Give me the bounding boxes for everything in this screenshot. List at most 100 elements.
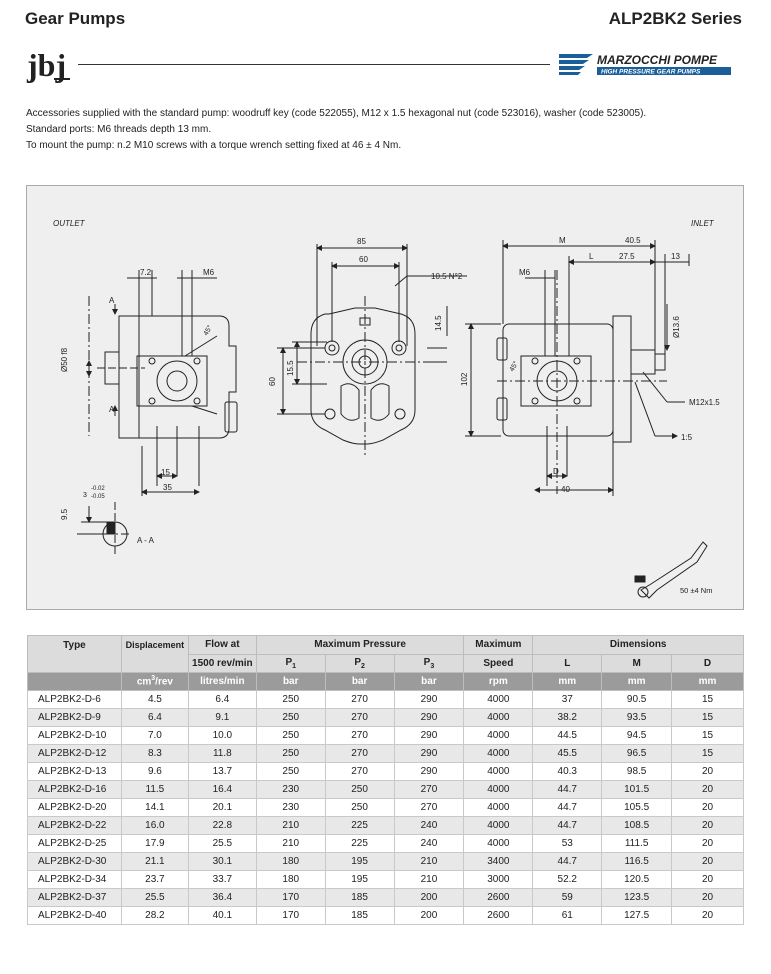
cell-speed: 3400 <box>463 852 534 871</box>
col-max-speed: Maximum <box>463 635 534 655</box>
cell-speed: 4000 <box>463 780 534 799</box>
center-view <box>277 244 467 456</box>
col-p1-label: P <box>285 656 293 668</box>
cell-speed: 4000 <box>463 708 534 727</box>
col-p3-sub: 3 <box>430 662 435 670</box>
col-d: D <box>671 653 744 673</box>
cell-type: ALP2BK2-D-30 <box>27 852 122 871</box>
dim-diameter-50: Ø50 f8 <box>60 347 69 372</box>
cell-d: 20 <box>671 852 744 871</box>
cell-flow: 30.1 <box>187 852 257 871</box>
cell-displacement: 14.1 <box>120 798 189 817</box>
dim-15-5: 15.5 <box>286 360 295 376</box>
col-m: M <box>601 653 673 673</box>
cell-m: 94.5 <box>601 726 673 745</box>
cell-m: 111.5 <box>601 834 673 853</box>
cell-l: 44.7 <box>532 780 603 799</box>
cell-speed: 4000 <box>463 726 534 745</box>
cell-d: 20 <box>671 888 744 907</box>
dim-m6-right: M6 <box>519 268 531 277</box>
cell-m: 116.5 <box>601 852 673 871</box>
col-displacement: Displacement <box>120 635 189 673</box>
cell-displacement: 28.2 <box>120 906 189 925</box>
dim-35: 35 <box>163 483 172 492</box>
cell-l: 44.7 <box>532 798 603 817</box>
cell-d: 20 <box>671 798 744 817</box>
dim-m: M <box>559 236 566 245</box>
dim-9-5: 9.5 <box>60 508 69 520</box>
col-max-pressure: Maximum Pressure <box>255 635 465 655</box>
unit-p2: bar <box>324 672 395 691</box>
series-title: ALP2BK2 Series <box>608 9 742 28</box>
technical-drawing: OUTLET INLET A - A 50 ±4 Nm 7.2 M6 A A Ø… <box>26 185 744 610</box>
cell-displacement: 25.5 <box>120 888 189 907</box>
cell-m: 105.5 <box>601 798 673 817</box>
cell-p2: 270 <box>324 690 395 709</box>
unit-displacement: cm3/rev <box>120 672 189 691</box>
cell-l: 44.7 <box>532 816 603 835</box>
cell-m: 123.5 <box>601 888 673 907</box>
cell-d: 20 <box>671 762 744 781</box>
cell-type: ALP2BK2-D-12 <box>27 744 122 763</box>
unit-disp-cm: cm <box>136 676 152 688</box>
cell-speed: 4000 <box>463 762 534 781</box>
note-accessories: Accessories supplied with the standard p… <box>26 108 647 119</box>
dim-d: D <box>553 467 559 476</box>
cell-type: ALP2BK2-D-20 <box>27 798 122 817</box>
dim-60-horizontal: 60 <box>359 255 368 264</box>
cell-m: 108.5 <box>601 816 673 835</box>
dim-diameter-13-6: Ø13.6 <box>672 316 681 338</box>
cell-speed: 2600 <box>463 906 534 925</box>
cell-displacement: 7.0 <box>120 726 189 745</box>
dim-angle-45-left: 45° <box>202 324 214 337</box>
unit-d: mm <box>671 672 744 691</box>
cell-d: 15 <box>671 726 744 745</box>
cell-flow: 11.8 <box>187 744 257 763</box>
dim-taper-1-5: 1:5 <box>681 433 693 442</box>
cell-m: 127.5 <box>601 906 673 925</box>
cell-p2: 270 <box>324 708 395 727</box>
cell-p1: 250 <box>255 762 326 781</box>
cell-p1: 250 <box>255 726 326 745</box>
right-view <box>465 240 690 496</box>
cell-p2: 195 <box>324 852 395 871</box>
unit-disp-sup: 3 <box>151 675 156 683</box>
jbj-logo: jbj <box>26 46 72 89</box>
dim-7-2: 7.2 <box>140 268 152 277</box>
note-ports: Standard ports: M6 threads depth 13 mm. <box>26 124 212 135</box>
cell-p1: 250 <box>255 690 326 709</box>
cell-l: 44.7 <box>532 852 603 871</box>
cell-l: 37 <box>532 690 603 709</box>
cell-speed: 2600 <box>463 888 534 907</box>
cell-flow: 9.1 <box>187 708 257 727</box>
section-a-a <box>77 502 131 556</box>
note-mounting: To mount the pump: n.2 M10 screws with a… <box>26 140 402 151</box>
cell-l: 45.5 <box>532 744 603 763</box>
marzocchi-logo: MARZOCCHI POMPE HIGH PRESSURE GEAR PUMPS <box>557 52 745 81</box>
cell-speed: 3000 <box>463 870 534 889</box>
dim-m6-left: M6 <box>203 268 215 277</box>
cell-flow: 13.7 <box>187 762 257 781</box>
col-p3: P3 <box>393 653 465 673</box>
dim-85: 85 <box>357 237 366 246</box>
cell-p1: 180 <box>255 852 326 871</box>
cell-p2: 195 <box>324 870 395 889</box>
cell-p3: 200 <box>393 888 465 907</box>
cell-d: 20 <box>671 816 744 835</box>
col-speed: Speed <box>463 653 534 673</box>
unit-disp-rev: /rev <box>155 676 173 688</box>
cell-speed: 4000 <box>463 798 534 817</box>
col-p3-label: P <box>423 656 431 668</box>
cell-m: 93.5 <box>601 708 673 727</box>
cell-type: ALP2BK2-D-10 <box>27 726 122 745</box>
col-p2-sub: 2 <box>360 662 365 670</box>
cell-type: ALP2BK2-D-40 <box>27 906 122 925</box>
